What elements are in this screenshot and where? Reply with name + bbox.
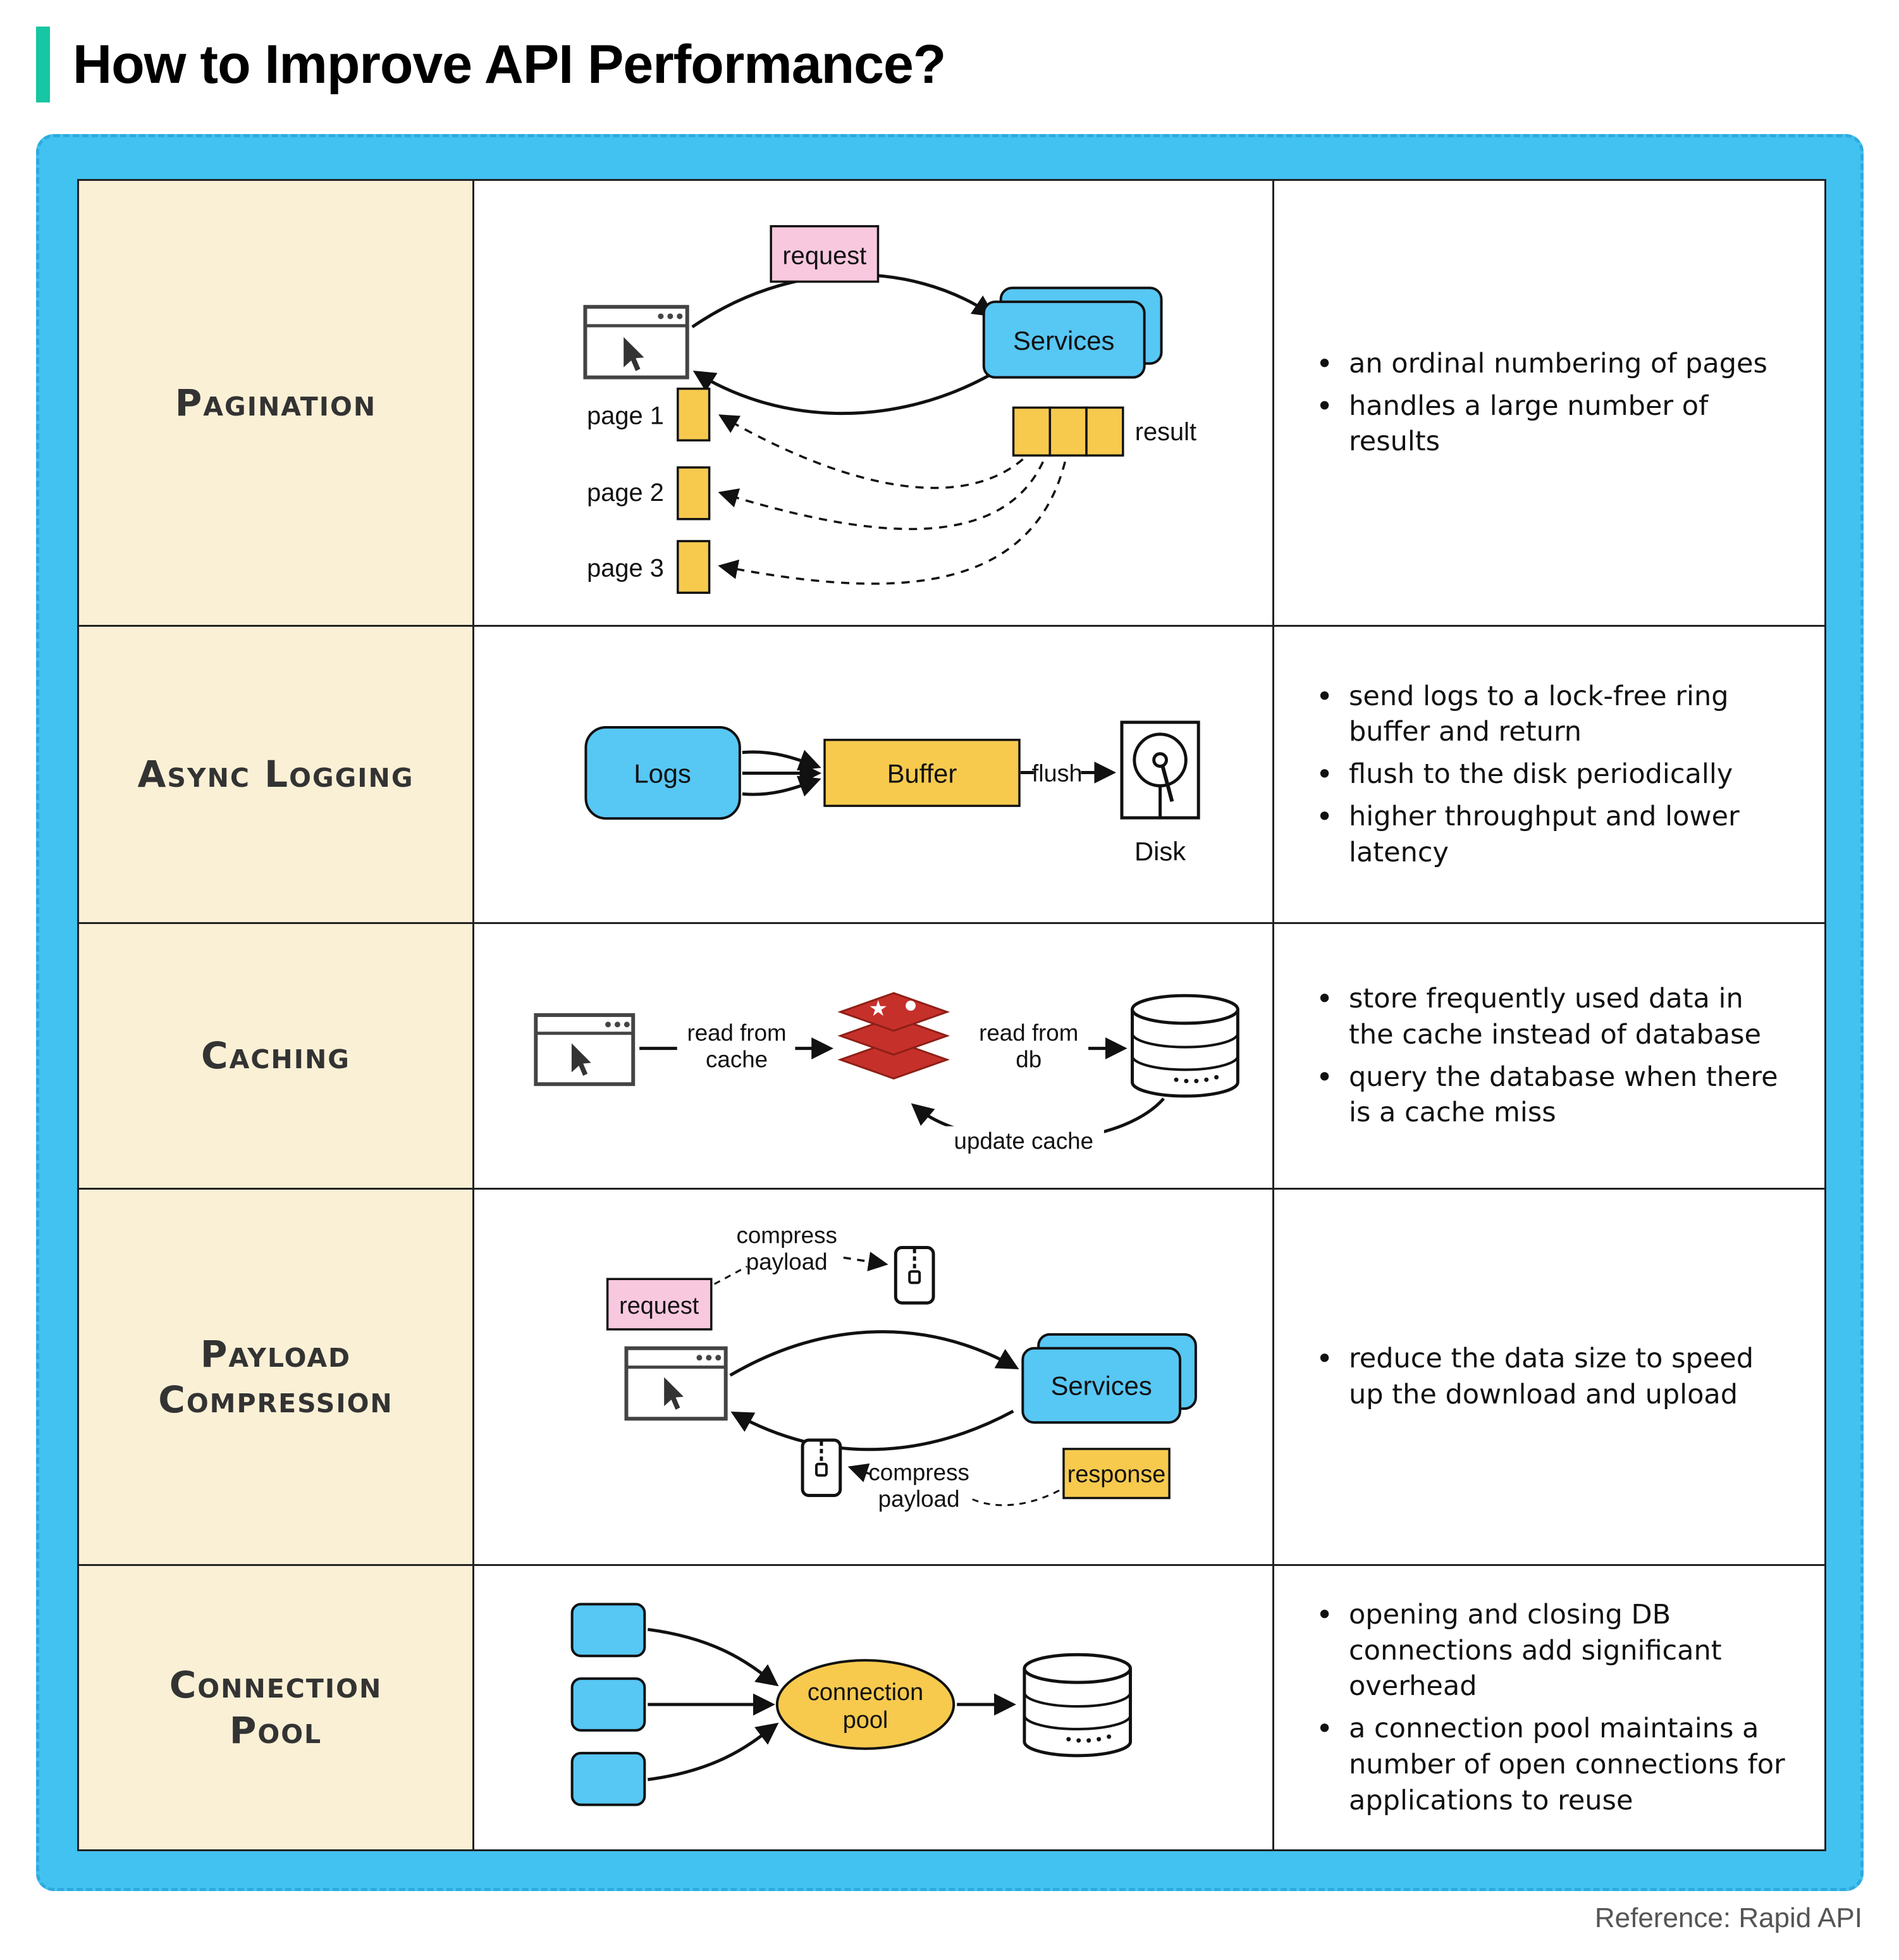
note-item: send logs to a lock-free ring buffer and… [1312, 677, 1795, 751]
disk-label: Disk [1134, 837, 1186, 866]
page-1-box [677, 387, 711, 441]
page-title: How to Improve API Performance? [73, 34, 946, 95]
services-label: Services [1013, 326, 1114, 355]
read-from-db-label-line2: db [1016, 1046, 1042, 1072]
read-from-db-arrow: read from db [979, 1020, 1128, 1072]
page-3-item: page 3 [587, 539, 711, 594]
performance-table: Pagination [77, 179, 1826, 1851]
compress-payload-top: compress payload [736, 1223, 888, 1274]
result-label: result [1135, 418, 1196, 446]
response-box: response [1062, 1448, 1171, 1500]
diagram-async-logging: Logs Buffer flush [474, 627, 1274, 924]
category-label: Async Logging [137, 753, 414, 796]
diagram-connection-pool: connection pool [474, 1566, 1274, 1849]
update-cache-arrow: update cache [911, 1097, 1165, 1158]
logs-label: Logs [634, 758, 691, 788]
result-page-dashed-arrows [718, 414, 1066, 585]
request-response-arrows [729, 1330, 1019, 1452]
note-item: a connection pool maintains a number of … [1312, 1710, 1795, 1818]
note-item: handles a large number of results [1312, 387, 1795, 460]
note-item: an ordinal numbering of pages [1312, 345, 1795, 383]
services-box: Services [982, 287, 1163, 379]
services-label: Services [1051, 1371, 1152, 1400]
compress-bottom-label-line2: payload [878, 1486, 960, 1512]
diagram-payload-compression: compress payload request [474, 1190, 1274, 1566]
diagram-caching: read from cache ★ read from db [474, 924, 1274, 1190]
flush-label: flush [1032, 760, 1083, 786]
page-3-box [677, 539, 711, 594]
update-cache-label: update cache [954, 1128, 1093, 1154]
browser-icon [534, 1013, 636, 1087]
result-boxes: result [1012, 406, 1196, 457]
reference-text: Reference: Rapid API [1594, 1902, 1862, 1933]
request-label: request [782, 242, 866, 269]
request-box: request [770, 225, 880, 283]
zip-icon-top [894, 1246, 935, 1305]
title-accent-bar [36, 27, 50, 102]
notes-async-logging: send logs to a lock-free ring buffer and… [1274, 627, 1824, 924]
note-item: reduce the data size to speed up the dow… [1312, 1340, 1795, 1413]
redis-cache-icon: ★ [837, 992, 950, 1080]
page-2-label: page 2 [587, 479, 664, 507]
request-label: request [619, 1293, 699, 1319]
compress-top-label-line1: compress [736, 1223, 837, 1248]
clients-to-pool-arrows [648, 1627, 779, 1782]
note-item: query the database when there is a cache… [1312, 1058, 1795, 1131]
pool-label-line1: connection [808, 1679, 923, 1706]
category-connection-pool: Connection Pool [79, 1566, 474, 1849]
diagram-pagination: request Services page 1 [474, 181, 1274, 627]
logs-box: Logs [584, 725, 741, 820]
page-2-item: page 2 [587, 466, 711, 521]
compress-bottom-label-line1: compress [868, 1460, 969, 1486]
page-1-item: page 1 [587, 387, 711, 441]
client-boxes [570, 1603, 646, 1806]
buffer-box: Buffer [823, 739, 1021, 807]
note-item: flush to the disk periodically [1312, 755, 1795, 793]
buffer-label: Buffer [887, 758, 957, 788]
read-from-cache-arrow: read from cache [639, 1020, 833, 1072]
content-frame: Pagination [36, 134, 1864, 1891]
read-from-cache-label-line1: read from [687, 1020, 786, 1046]
page-3-label: page 3 [587, 554, 664, 582]
notes-pagination: an ordinal numbering of pages handles a … [1274, 181, 1824, 627]
compress-payload-bottom: compress payload [847, 1460, 1060, 1512]
page-header: How to Improve API Performance? [36, 27, 946, 102]
note-item: opening and closing DB connections add s… [1312, 1596, 1795, 1704]
flush-arrow: flush [1021, 760, 1117, 786]
response-label: response [1067, 1462, 1166, 1488]
category-label: Connection Pool [169, 1663, 383, 1753]
page-1-label: page 1 [587, 402, 664, 429]
category-label: Caching [201, 1034, 350, 1078]
category-async-logging: Async Logging [79, 627, 474, 924]
pool-label-line2: pool [843, 1707, 888, 1734]
request-response-arrows [691, 273, 995, 416]
connection-pool-ellipse: connection pool [775, 1659, 956, 1750]
zip-icon-bottom [801, 1438, 842, 1498]
browser-icon [624, 1346, 728, 1421]
category-pagination: Pagination [79, 181, 474, 627]
notes-payload-compression: reduce the data size to speed up the dow… [1274, 1190, 1824, 1566]
note-item: store frequently used data in the cache … [1312, 980, 1795, 1053]
redis-star-glyph: ★ [869, 997, 888, 1021]
category-label: Pagination [175, 381, 377, 424]
read-from-db-label-line1: read from [979, 1020, 1078, 1046]
category-payload-compression: Payload Compression [79, 1190, 474, 1566]
browser-icon [583, 305, 689, 379]
compress-top-label-line2: payload [746, 1248, 828, 1274]
notes-connection-pool: opening and closing DB connections add s… [1274, 1566, 1824, 1849]
database-icon [1023, 1653, 1133, 1758]
note-item: higher throughput and lower latency [1312, 798, 1795, 871]
services-box: Services [1021, 1333, 1197, 1424]
read-from-cache-label-line2: cache [706, 1046, 768, 1072]
database-icon [1131, 994, 1239, 1098]
notes-caching: store frequently used data in the cache … [1274, 924, 1824, 1190]
disk-icon: Disk [1120, 720, 1200, 866]
logs-to-buffer-arrows [742, 749, 822, 797]
category-label: Payload Compression [158, 1332, 393, 1422]
request-box: request [606, 1266, 748, 1331]
category-caching: Caching [79, 924, 474, 1190]
page-2-box [677, 466, 711, 521]
